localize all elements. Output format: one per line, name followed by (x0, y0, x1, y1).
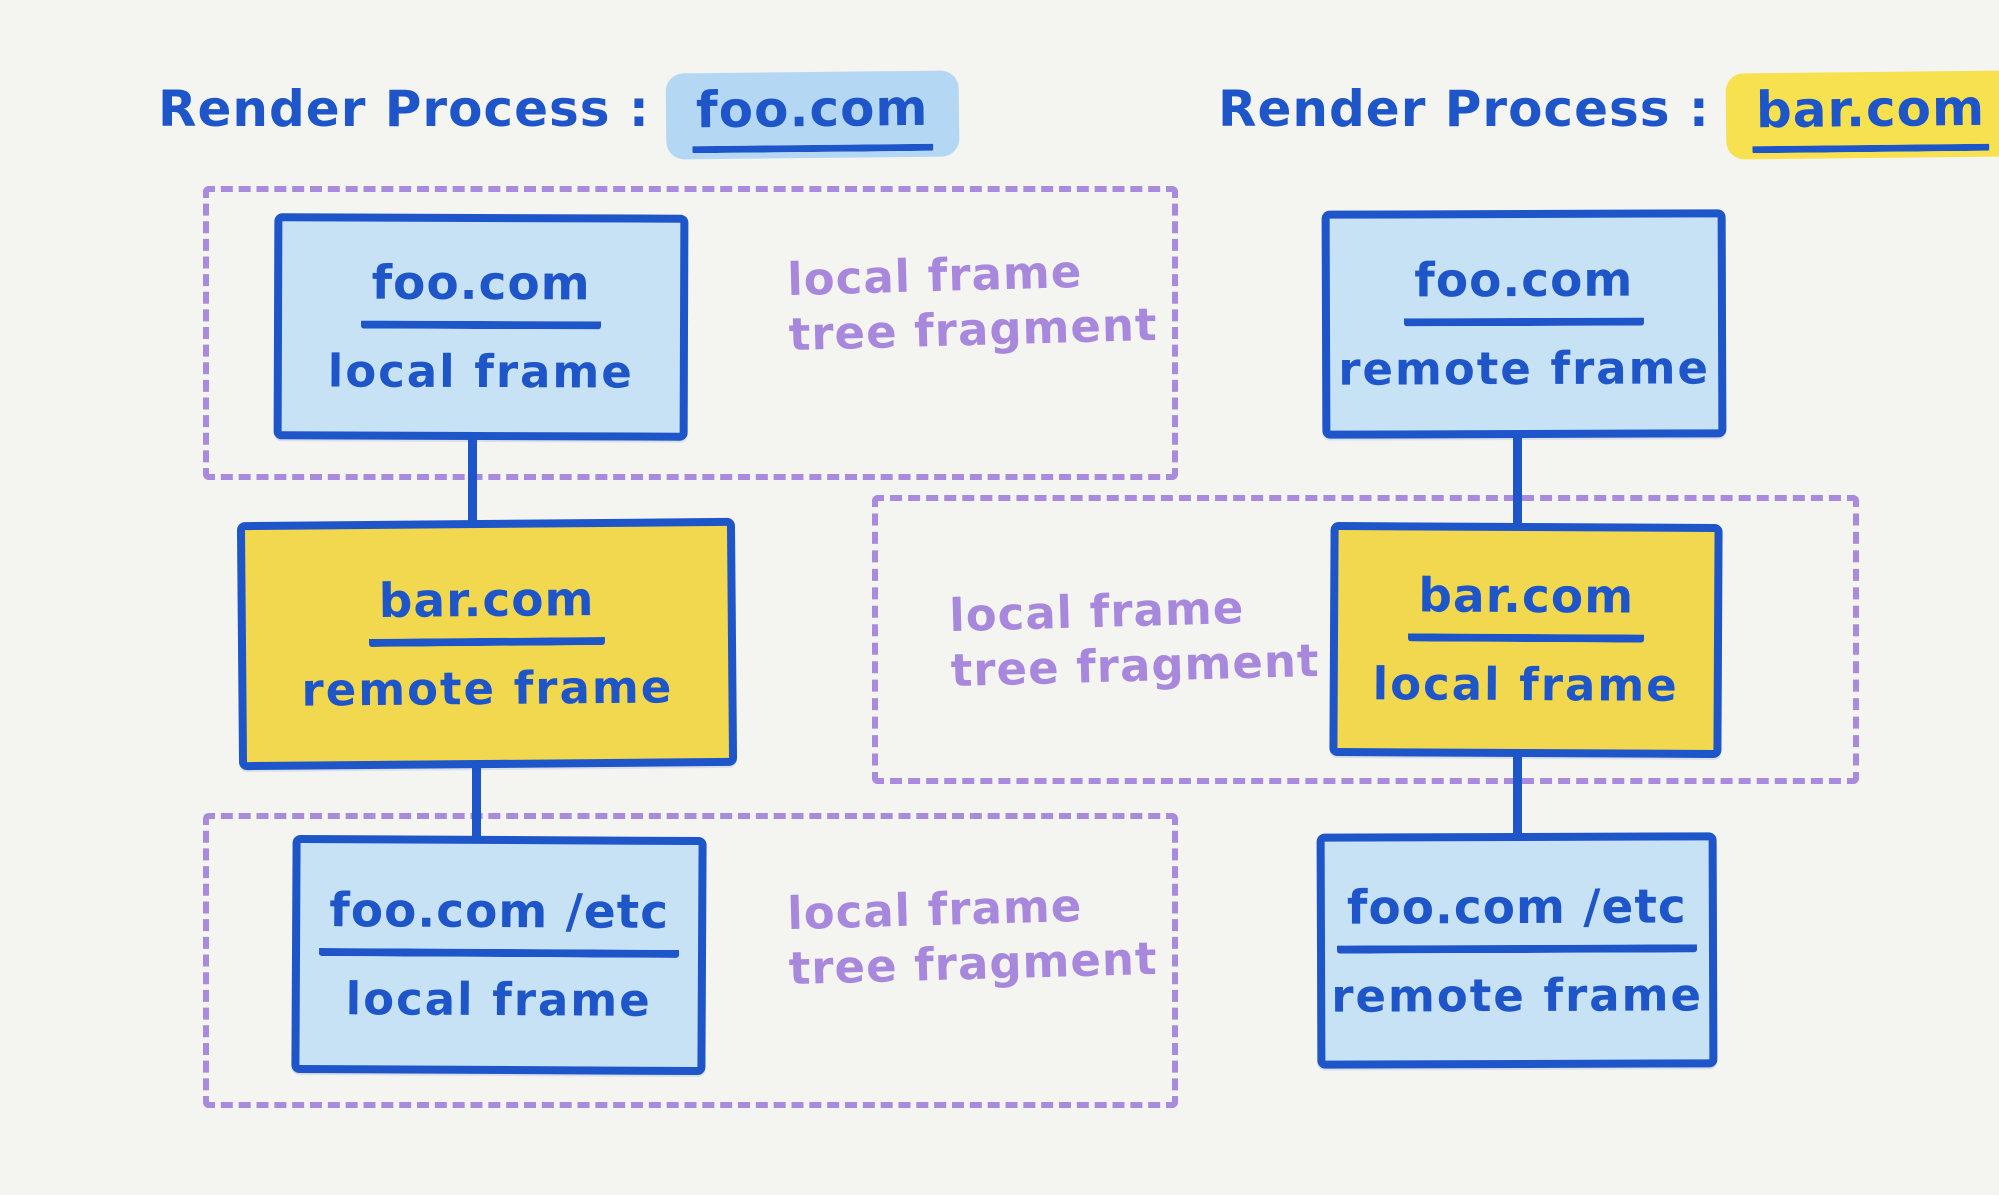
node-foo-local-frame: foo.com local frame (273, 213, 689, 441)
fragment-label-left-bottom: local frame tree fragment (787, 877, 1159, 997)
fragment-label-line1: local frame (786, 878, 1083, 941)
node-subtitle: local frame (345, 972, 652, 1027)
fragment-label-left-top: local frame tree fragment (787, 243, 1159, 363)
fragment-label-line2: tree fragment (788, 931, 1159, 996)
render-process-prefix: Render Process : (1218, 80, 1710, 138)
fragment-label-line2: tree fragment (950, 633, 1321, 698)
node-title: foo.com (361, 255, 601, 330)
bar-domain-text: bar.com (1751, 78, 1990, 154)
edge-right-top-to-mid (1513, 434, 1522, 530)
foo-domain-text: foo.com (691, 78, 933, 154)
fragment-box-left-bottom (203, 813, 1178, 1108)
edge-right-mid-to-bottom (1513, 750, 1522, 840)
node-title: bar.com (368, 571, 605, 648)
edge-left-mid-to-bottom (472, 764, 481, 842)
node-subtitle: remote frame (301, 660, 674, 717)
foo-domain-highlight: foo.com (665, 70, 959, 160)
edge-left-top-to-mid (468, 434, 477, 526)
render-process-prefix: Render Process : (158, 80, 650, 138)
node-subtitle: remote frame (1331, 967, 1704, 1023)
fragment-box-right-mid (872, 495, 1859, 784)
node-title: foo.com /etc (1336, 878, 1697, 954)
node-bar-local-frame: bar.com local frame (1329, 521, 1723, 759)
node-subtitle: remote frame (1338, 341, 1711, 396)
fragment-label-line1: local frame (948, 580, 1245, 643)
render-process-title-bar: Render Process : bar.com (1218, 70, 1999, 160)
fragment-box-left-top (203, 186, 1178, 480)
node-title: foo.com (1404, 252, 1644, 327)
fragment-label-right-mid: local frame tree fragment (949, 579, 1321, 699)
node-foo-etc-remote-frame: foo.com /etc remote frame (1316, 832, 1718, 1069)
bar-domain-highlight: bar.com (1725, 70, 1999, 160)
node-title: foo.com /etc (319, 883, 680, 958)
node-subtitle: local frame (1372, 657, 1679, 712)
render-process-title-foo: Render Process : foo.com (158, 70, 959, 160)
node-title: bar.com (1408, 568, 1645, 643)
node-foo-remote-frame: foo.com remote frame (1321, 209, 1727, 439)
fragment-label-line2: tree fragment (788, 297, 1159, 362)
fragment-label-line1: local frame (786, 244, 1083, 307)
node-subtitle: local frame (327, 344, 634, 399)
node-foo-etc-local-frame: foo.com /etc local frame (291, 834, 707, 1076)
node-bar-remote-frame: bar.com remote frame (236, 517, 738, 771)
